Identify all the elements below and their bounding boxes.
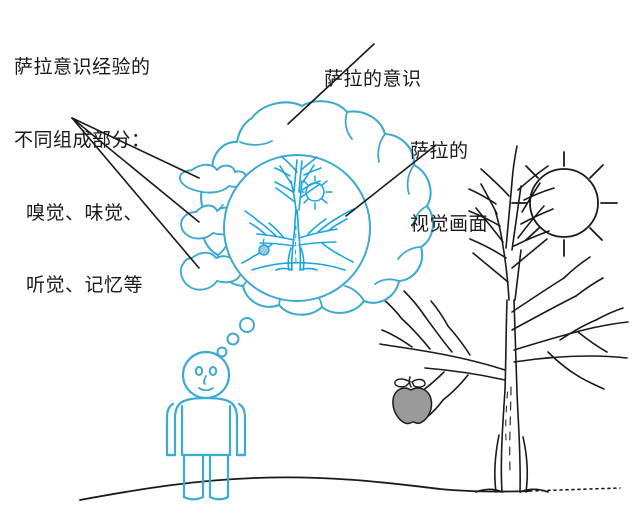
- label-sarah-visual-field: 萨拉的 视觉画面: [410, 90, 488, 285]
- thought-dots: [216, 317, 255, 358]
- leader-line-visual-field: [345, 144, 437, 217]
- outer-tree: [379, 145, 629, 493]
- label-consciousness-line1: 萨拉的意识: [324, 67, 422, 90]
- label-visual-line1: 萨拉的: [410, 139, 469, 162]
- blob-hearing: [179, 251, 243, 291]
- leader-line-blob-2: [71, 117, 200, 223]
- visual-field-circle: [223, 154, 371, 302]
- leader-line-blob-3: [71, 117, 200, 269]
- ground-line: [79, 476, 621, 501]
- label-components-line4: 听觉、记忆等: [26, 274, 144, 297]
- label-components-line3: 嗅觉、味觉、: [26, 201, 144, 224]
- label-components-line2: 不同组成部分：: [14, 128, 151, 151]
- inner-ground-line: [251, 261, 346, 271]
- inner-apple: [258, 238, 270, 256]
- inner-tree: [241, 156, 355, 271]
- label-components-line1: 萨拉意识经验的: [14, 55, 151, 78]
- leader-line-blob-1: [71, 117, 200, 179]
- outer-sun: [511, 151, 618, 257]
- leader-lines: [71, 43, 437, 269]
- label-sarah-consciousness: 萨拉的意识: [324, 18, 422, 140]
- outer-apple: [392, 376, 433, 425]
- label-visual-line2: 视觉画面: [410, 212, 489, 235]
- inner-scene: [241, 156, 355, 271]
- person-figure: [165, 350, 247, 501]
- leader-line-consciousness: [287, 43, 375, 125]
- label-experience-components: 萨拉意识经验的 不同组成部分： 嗅觉、味觉、 听觉、记忆等: [14, 6, 151, 346]
